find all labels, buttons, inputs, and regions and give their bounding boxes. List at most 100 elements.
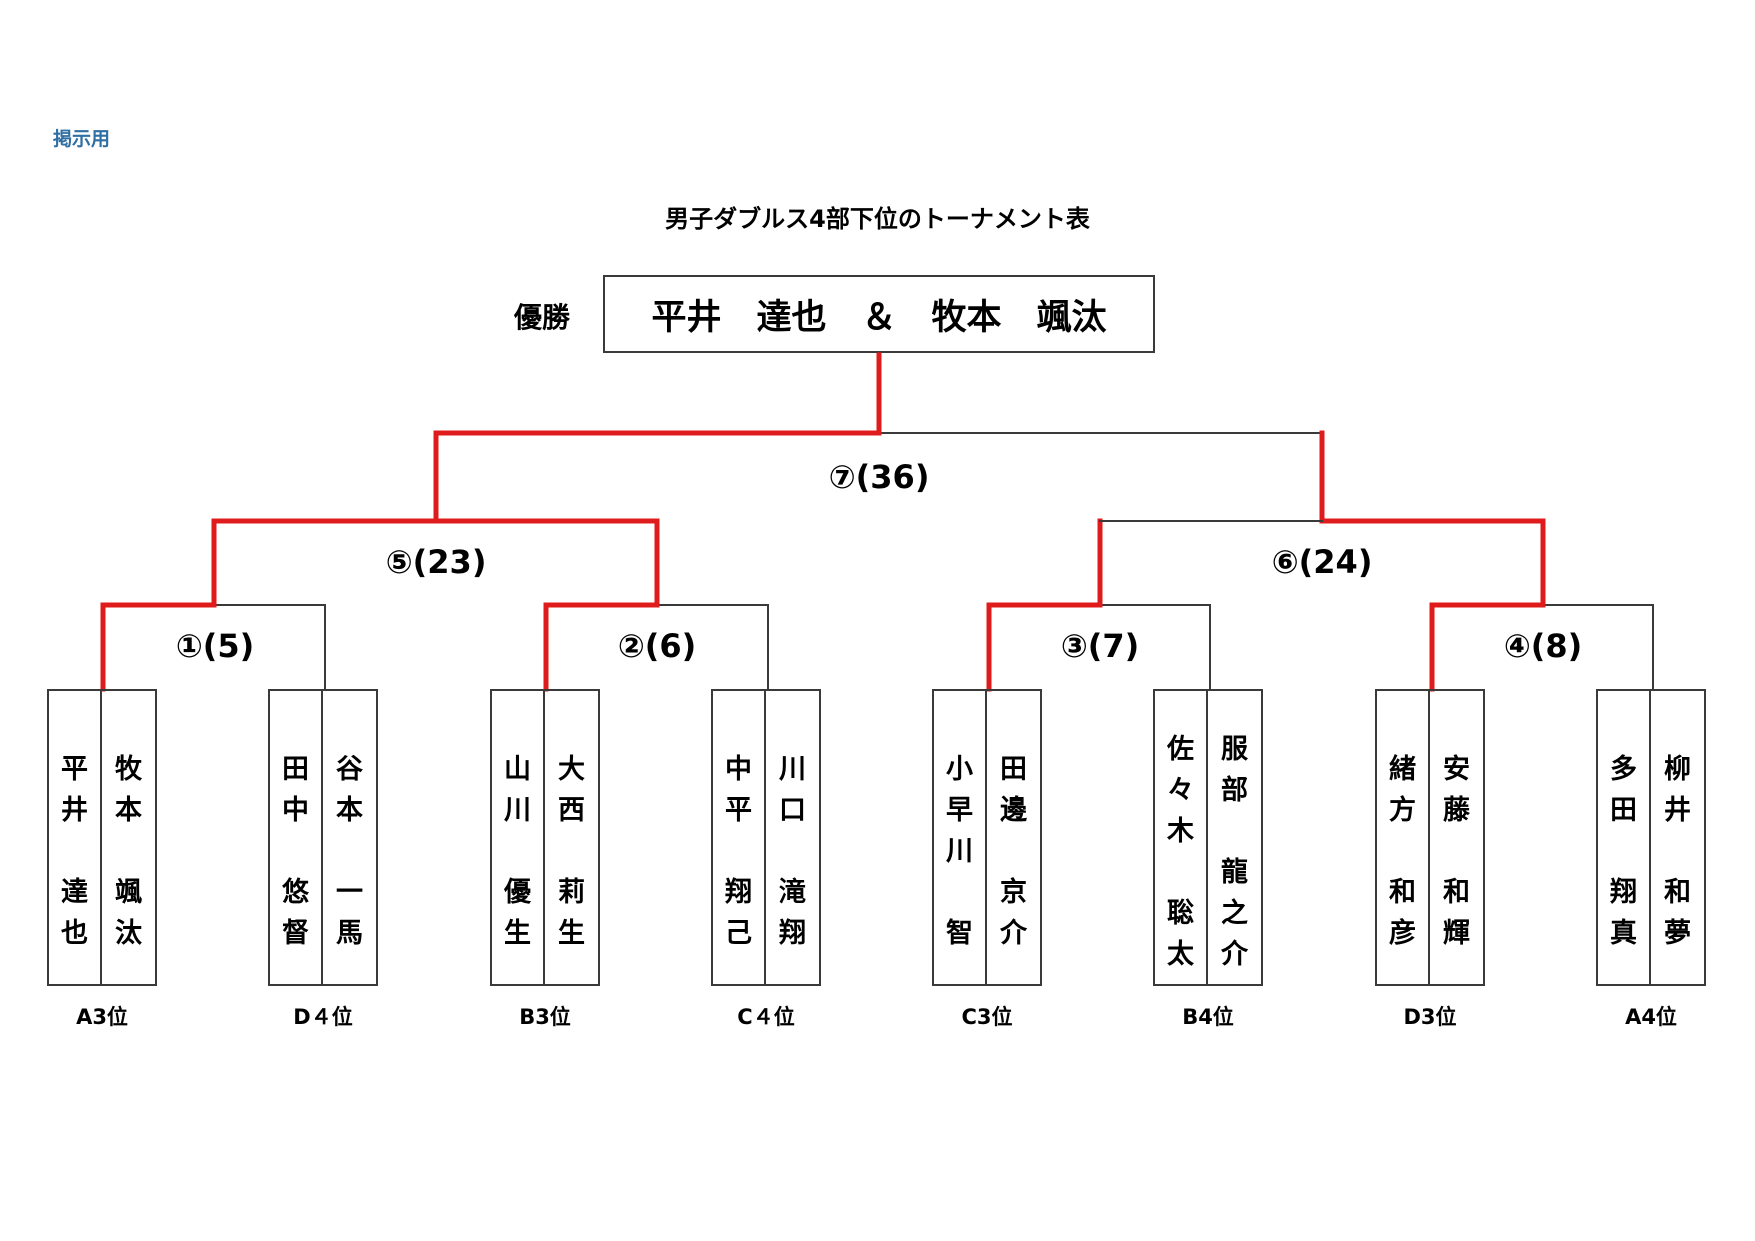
name-char: 安 [1443, 754, 1470, 785]
winner-line [986, 518, 1103, 692]
match-label-2: ②(6) [617, 627, 697, 665]
team-rank: B3位 [519, 1005, 571, 1029]
team-box: 多田翔真柳井和夢 [1596, 689, 1706, 986]
name-char: 生 [558, 918, 585, 949]
player-1-name: 緒方和彦 [1377, 691, 1430, 984]
name-char: 太 [1167, 939, 1194, 970]
name-char: 本 [336, 795, 363, 826]
player-1-name: 小早川智 [934, 691, 987, 984]
name-char: 大 [558, 754, 585, 785]
team-rank: D3位 [1403, 1005, 1457, 1029]
team-rank: A3位 [76, 1005, 128, 1029]
name-char: 本 [115, 795, 142, 826]
champion-label: 優勝 [514, 301, 571, 334]
name-char: 緒 [1389, 754, 1416, 785]
name-char: 小 [946, 754, 973, 785]
player-1-name: 平井達也 [49, 691, 102, 984]
player-2-name: 谷本一馬 [323, 691, 376, 984]
match-label-4: ④(8) [1503, 627, 1583, 665]
winner-line [100, 602, 217, 692]
name-char: 莉 [558, 877, 585, 908]
team-rank: B4位 [1182, 1005, 1234, 1029]
name-char: 木 [1167, 816, 1194, 847]
name-char: 馬 [336, 918, 363, 949]
player-2-name: 田邊京介 [987, 691, 1040, 984]
bracket-line [1099, 604, 1211, 690]
name-char: 川 [946, 836, 973, 867]
name-char: 平 [61, 754, 88, 785]
team-box: 田中悠督谷本一馬 [268, 689, 378, 986]
name-char: 也 [61, 918, 88, 949]
player-1-name: 佐々木聡太 [1155, 691, 1208, 984]
champion-box: 平井 達也 ＆ 牧本 颯汰 [603, 275, 1155, 353]
winner-line [433, 352, 882, 524]
name-char: 中 [282, 795, 309, 826]
name-char: 田 [282, 754, 309, 785]
name-char: 之 [1221, 898, 1248, 929]
match-label-5: ⑤(23) [385, 543, 487, 581]
player-2-name: 牧本颯汰 [102, 691, 155, 984]
page-title: 男子ダブルス4部下位のトーナメント表 [665, 205, 1090, 233]
name-char: 井 [61, 795, 88, 826]
name-char: 中 [725, 754, 752, 785]
player-1-name: 田中悠督 [270, 691, 323, 984]
name-char: 龍 [1221, 857, 1248, 888]
winner-line [433, 518, 660, 692]
match-label-6: ⑥(24) [1271, 543, 1373, 581]
player-1-name: 中平翔己 [713, 691, 766, 984]
team-box: 緒方和彦安藤和輝 [1375, 689, 1485, 986]
team-rank: A4位 [1625, 1005, 1677, 1029]
name-char: 督 [282, 918, 309, 949]
team-box: 山川優生大西莉生 [490, 689, 600, 986]
match-label-1: ①(5) [175, 627, 255, 665]
team-box: 佐々木聡太服部龍之介 [1153, 689, 1263, 986]
name-char: 山 [504, 754, 531, 785]
name-char: 々 [1167, 775, 1194, 806]
name-char: 真 [1610, 918, 1637, 949]
name-char: 介 [1000, 918, 1027, 949]
name-char: 翔 [1610, 877, 1637, 908]
name-char: 柳 [1664, 754, 1691, 785]
name-char: 翔 [779, 918, 806, 949]
name-char: 智 [946, 918, 973, 949]
name-char: 田 [1610, 795, 1637, 826]
team-rank: C４位 [737, 1005, 795, 1029]
name-char: 和 [1389, 877, 1416, 908]
player-2-name: 川口滝翔 [766, 691, 819, 984]
name-char: 和 [1443, 877, 1470, 908]
name-char: 藤 [1443, 795, 1470, 826]
bracket-line [213, 604, 326, 690]
team-box: 中平翔己川口滝翔 [711, 689, 821, 986]
name-char: 汰 [115, 918, 142, 949]
name-char: 川 [779, 754, 806, 785]
name-char: 和 [1664, 877, 1691, 908]
name-char: 谷 [336, 754, 363, 785]
player-1-name: 山川優生 [492, 691, 545, 984]
player-2-name: 安藤和輝 [1430, 691, 1483, 984]
name-char: 西 [558, 795, 585, 826]
name-char: 口 [779, 795, 806, 826]
name-char: 平 [725, 795, 752, 826]
name-char: 颯 [115, 877, 142, 908]
name-char: 夢 [1664, 918, 1691, 949]
name-char: 服 [1221, 734, 1248, 765]
name-char: 翔 [725, 877, 752, 908]
bracket-line [656, 604, 769, 690]
name-char: 京 [1000, 877, 1027, 908]
name-char: 邊 [1000, 795, 1027, 826]
player-2-name: 服部龍之介 [1208, 691, 1261, 984]
name-char: 己 [725, 918, 752, 949]
name-char: 方 [1389, 795, 1416, 826]
name-char: 多 [1610, 754, 1637, 785]
name-char: 牧 [115, 754, 142, 785]
team-rank: C3位 [961, 1005, 1013, 1029]
team-rank: D４位 [293, 1005, 353, 1029]
name-char: 輝 [1443, 918, 1470, 949]
player-2-name: 柳井和夢 [1651, 691, 1704, 984]
name-char: 川 [504, 795, 531, 826]
name-char: 悠 [282, 877, 309, 908]
name-char: 佐 [1167, 734, 1194, 765]
player-1-name: 多田翔真 [1598, 691, 1651, 984]
name-char: 優 [504, 877, 531, 908]
